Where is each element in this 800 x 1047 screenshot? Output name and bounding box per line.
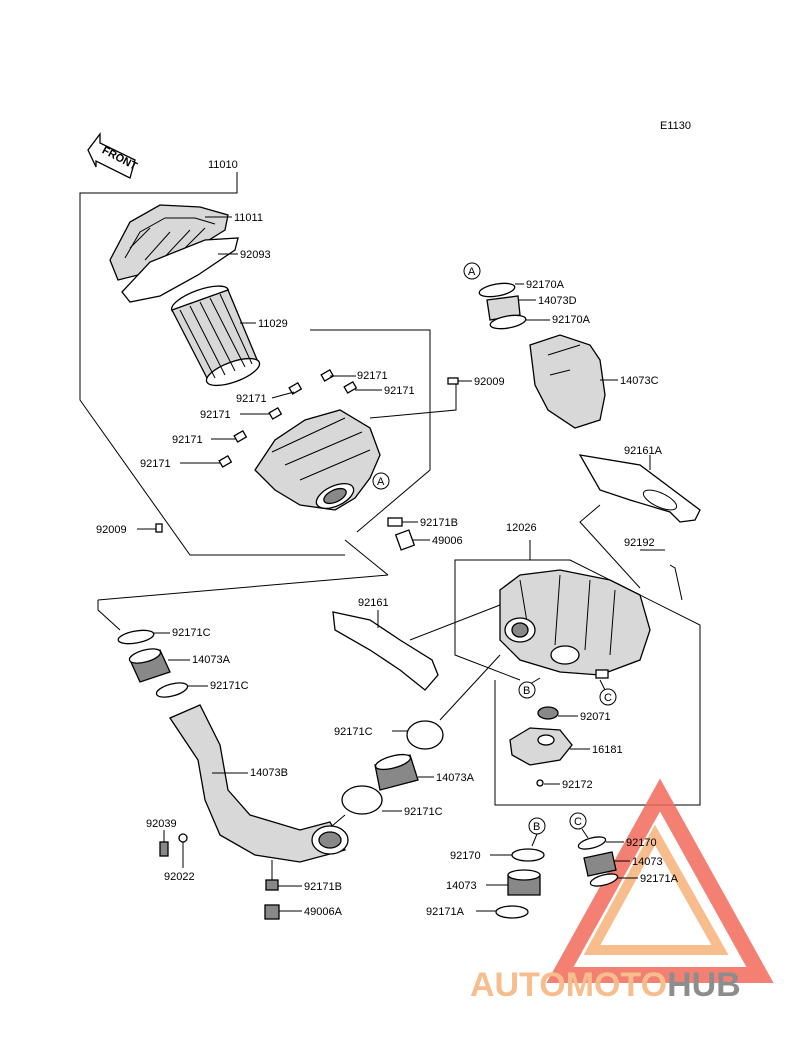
label-92161a: 92161A <box>624 445 663 457</box>
front-arrow-icon: FRONT <box>87 132 139 179</box>
label-14073d: 14073D <box>538 295 577 307</box>
label-11010: 11010 <box>208 159 238 171</box>
label-92171b-top: 92171B <box>420 517 458 529</box>
airbox-assembly-group <box>79 172 472 556</box>
label-92171a-c: 92171A <box>640 873 679 885</box>
diagram-code: E1130 <box>660 120 691 132</box>
label-11029: 11029 <box>258 318 288 330</box>
grommet-49006 <box>394 529 416 551</box>
label-92192: 92192 <box>624 537 655 549</box>
label-92171-a: 92171 <box>357 370 388 382</box>
label-92170-c: 92170 <box>626 837 657 849</box>
label-92170-b: 92170 <box>450 850 481 862</box>
label-14073-b: 14073 <box>446 880 477 892</box>
label-92170a-1: 92170A <box>526 279 565 291</box>
air-filter-element <box>170 285 261 387</box>
watermark-hub: HUB <box>667 966 741 1004</box>
svg-text:A: A <box>377 476 385 488</box>
label-92172: 92172 <box>562 779 593 791</box>
pin-top <box>447 377 459 385</box>
gasket <box>121 237 239 303</box>
label-92171c-2: 92171C <box>210 680 249 692</box>
label-92009-top: 92009 <box>474 376 505 388</box>
label-49006a: 49006A <box>304 906 343 918</box>
label-49006: 49006 <box>432 535 463 547</box>
label-92171-c: 92171 <box>236 393 267 405</box>
label-14073c: 14073C <box>620 375 659 387</box>
label-92171c-1: 92171C <box>172 627 211 639</box>
label-92161: 92161 <box>358 597 389 609</box>
tank-assembly-group <box>454 540 701 806</box>
label-92171-e: 92171 <box>172 434 203 446</box>
label-92039: 92039 <box>146 818 177 830</box>
label-92171c-3: 92171C <box>334 726 373 738</box>
duct-assembly <box>97 539 501 920</box>
svg-text:A: A <box>468 266 476 278</box>
label-92071: 92071 <box>580 711 611 723</box>
callout-c-tank: C <box>599 688 617 706</box>
callout-a-airbox: A <box>372 472 390 490</box>
clip-92171b-top <box>387 517 403 527</box>
svg-text:C: C <box>574 816 582 828</box>
label-12026: 12026 <box>506 522 537 534</box>
airbox-body <box>254 409 381 511</box>
svg-text:C: C <box>604 692 612 704</box>
svg-text:B: B <box>523 685 530 697</box>
label-92022: 92022 <box>164 871 195 883</box>
label-14073-c: 14073 <box>632 856 663 868</box>
watermark-auto: AUTOMOTO <box>470 966 667 1004</box>
label-92171a-b: 92171A <box>426 906 465 918</box>
label-92171-f: 92171 <box>140 458 171 470</box>
clips <box>218 369 358 468</box>
label-92009-left: 92009 <box>96 524 127 536</box>
label-92171c-4: 92171C <box>404 806 443 818</box>
hose-group-b: B <box>476 817 546 919</box>
automotohub-watermark: AUTOMOTOHUB <box>470 778 774 1004</box>
label-11011: 11011 <box>234 212 263 224</box>
label-14073a-1: 14073A <box>192 654 231 666</box>
label-92093: 92093 <box>240 249 271 261</box>
airbox-cover <box>109 204 229 281</box>
label-92171-d: 92171 <box>200 409 231 421</box>
label-14073a-2: 14073A <box>436 772 475 784</box>
svg-text:AUTOMOTOHUB: AUTOMOTOHUB <box>470 966 741 1004</box>
label-92171b-bottom: 92171B <box>304 881 342 893</box>
svg-text:B: B <box>533 821 540 833</box>
hose-group-c: C <box>569 812 638 887</box>
label-14073b: 14073B <box>250 767 288 779</box>
callout-b-tank: B <box>518 681 536 699</box>
label-16181: 16181 <box>592 744 623 756</box>
top-right-hose-group: A <box>463 262 618 429</box>
label-92170a-2: 92170A <box>552 314 591 326</box>
heat-shield-92161a <box>578 454 701 589</box>
plate-92161 <box>332 604 501 691</box>
pin-left <box>155 523 163 533</box>
label-92171-b: 92171 <box>384 385 415 397</box>
